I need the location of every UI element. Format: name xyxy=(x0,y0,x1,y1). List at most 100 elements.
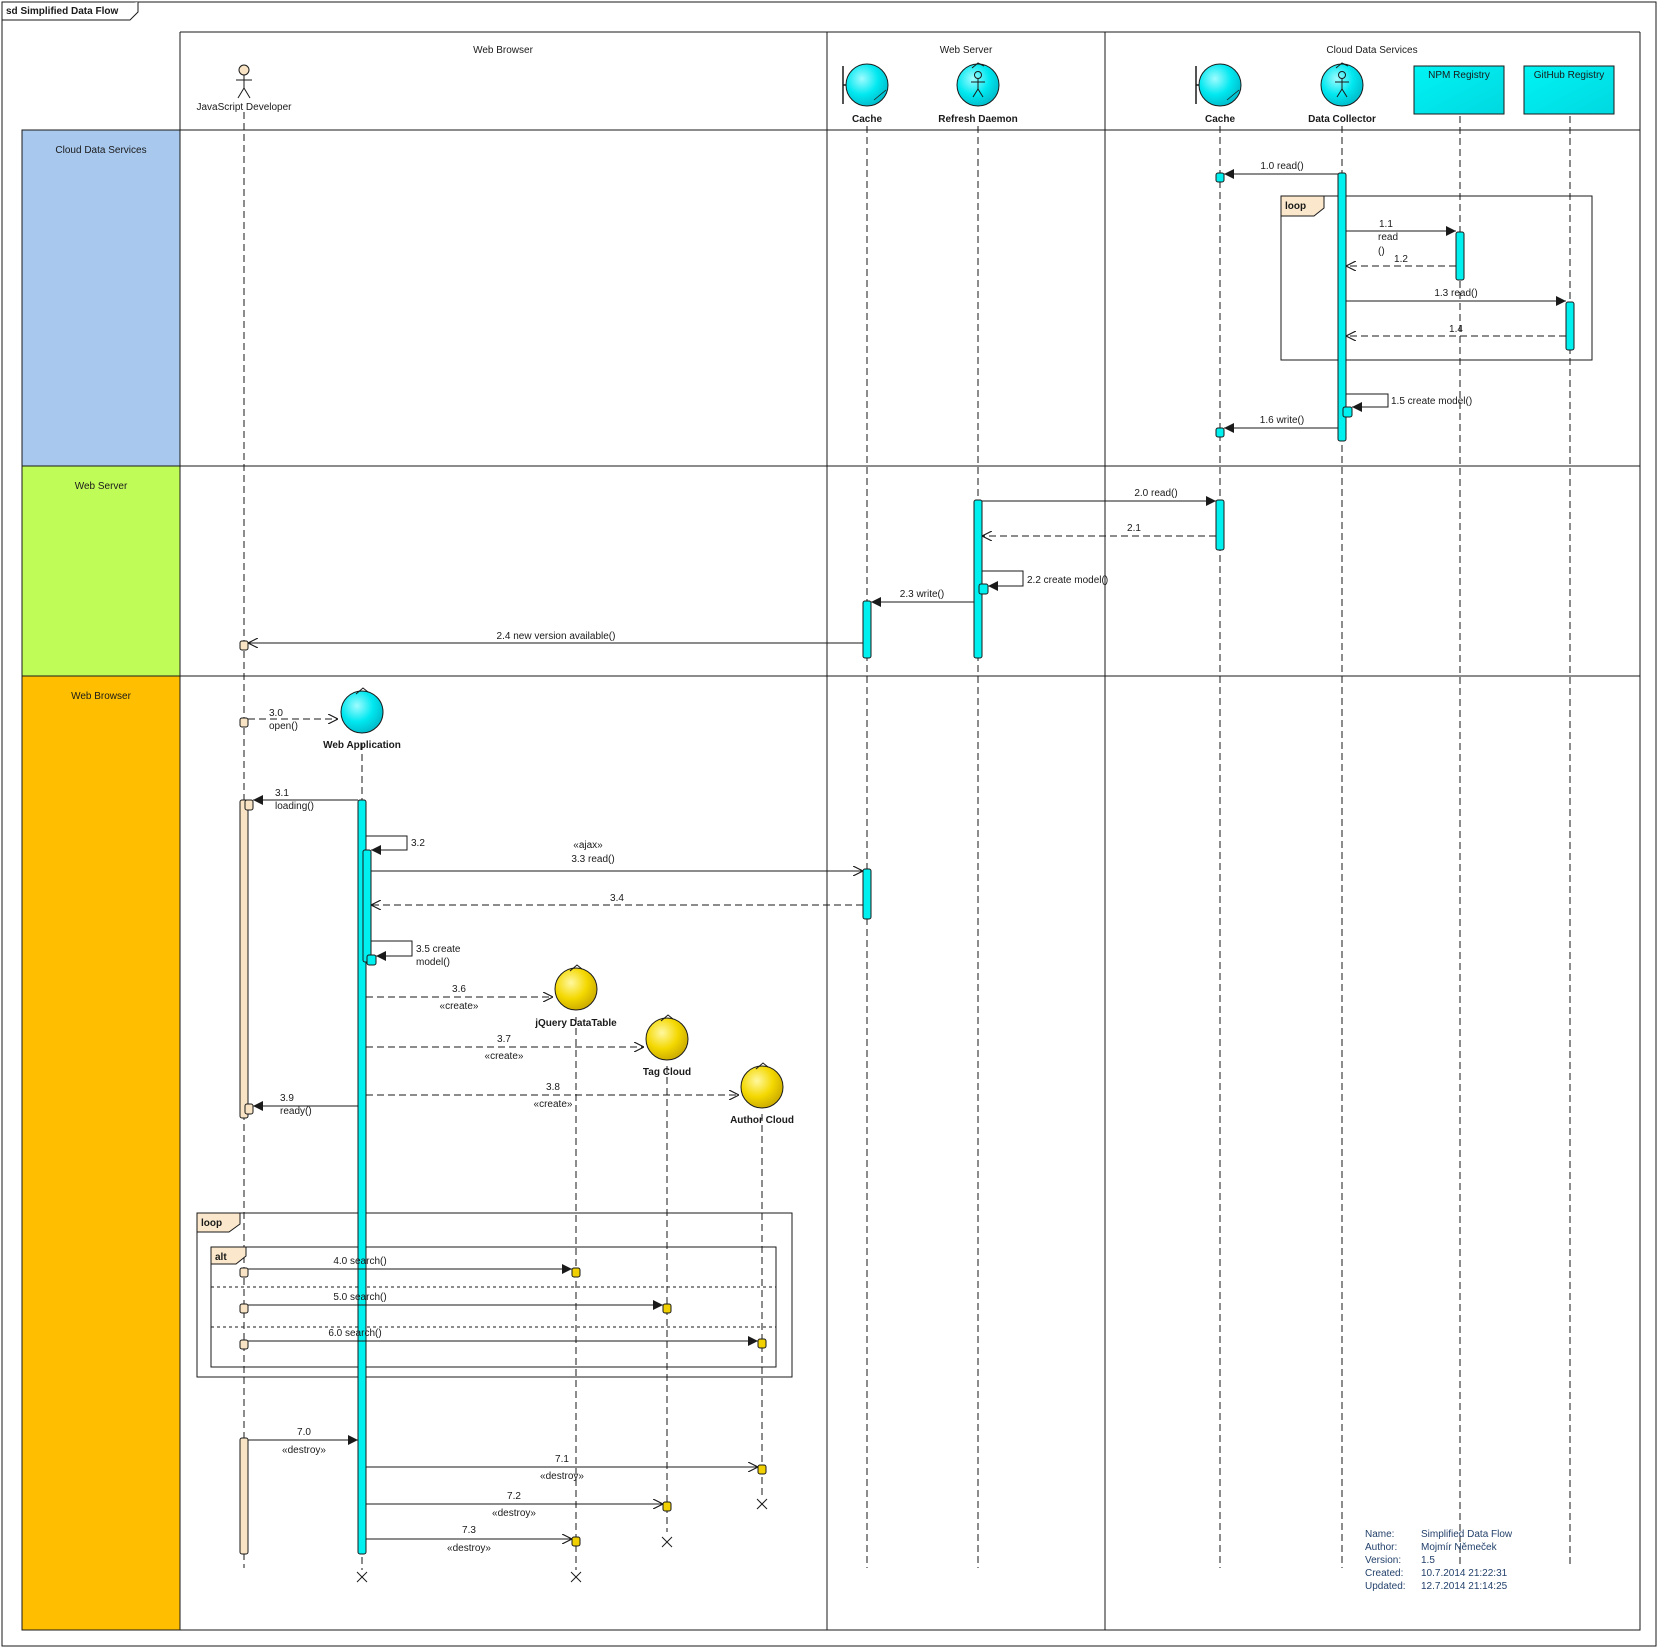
activation-developer-loading-nested xyxy=(244,799,254,811)
svg-text:«create»: «create» xyxy=(485,1051,524,1062)
swimlane-browser-band xyxy=(22,676,180,1630)
svg-text:1.3 read(): 1.3 read() xyxy=(1434,288,1477,299)
svg-text:2.0 read(): 2.0 read() xyxy=(1134,488,1177,499)
svg-text:1.4: 1.4 xyxy=(1449,324,1463,335)
svg-text:Updated:: Updated: xyxy=(1365,1581,1406,1592)
web-application-icon xyxy=(340,687,384,734)
activation-cache-cds-read xyxy=(1215,172,1225,183)
web-application-label: Web Application xyxy=(323,740,401,751)
diagram-info: Name: Simplified Data Flow Author: Mojmí… xyxy=(1365,1529,1513,1592)
cache-ws-label: Cache xyxy=(852,114,882,125)
activations xyxy=(239,172,1575,1555)
partition-web-browser-title: Web Browser xyxy=(473,45,534,56)
swimlane-browser-label: Web Browser xyxy=(71,691,132,702)
svg-text:Mojmír Němeček: Mojmír Němeček xyxy=(1421,1542,1498,1553)
svg-text:1.5: 1.5 xyxy=(1421,1555,1435,1566)
activation-developer-ready-nested xyxy=(244,1103,254,1115)
svg-text:read: read xyxy=(1378,232,1398,243)
tag-cloud-icon xyxy=(645,1014,689,1061)
svg-text:7.1: 7.1 xyxy=(555,1454,569,1465)
npm-registry-box xyxy=(1413,65,1505,115)
activation-cache-ws xyxy=(862,600,872,659)
data-collector-icon xyxy=(1320,62,1364,107)
svg-text:7.3: 7.3 xyxy=(462,1525,476,1536)
github-registry-box xyxy=(1523,65,1615,115)
svg-text:4.0 search(): 4.0 search() xyxy=(333,1256,386,1267)
activation-daemon-self xyxy=(978,583,989,595)
activation-developer-loading xyxy=(239,799,249,1119)
activation-data-collector xyxy=(1337,172,1347,442)
alt-fragment-browser xyxy=(210,1246,777,1368)
svg-text:Name:: Name: xyxy=(1365,1529,1394,1540)
svg-text:3.5 create: 3.5 create xyxy=(416,944,461,955)
svg-text:model(): model() xyxy=(416,957,450,968)
loop-fragment-browser xyxy=(196,1212,793,1378)
svg-text:«destroy»: «destroy» xyxy=(492,1508,536,1519)
swimlane-server-band xyxy=(22,466,180,676)
swimlane-cloud-band xyxy=(22,130,180,466)
svg-text:«destroy»: «destroy» xyxy=(540,1471,584,1482)
svg-text:«destroy»: «destroy» xyxy=(447,1543,491,1554)
svg-text:6.0 search(): 6.0 search() xyxy=(328,1328,381,1339)
svg-text:Created:: Created: xyxy=(1365,1568,1403,1579)
svg-text:loading(): loading() xyxy=(275,801,314,812)
activation-developer-destroy xyxy=(239,1437,249,1555)
npm-registry-label: NPM Registry xyxy=(1428,70,1490,81)
svg-text:1.5 create model(): 1.5 create model() xyxy=(1391,396,1472,407)
svg-text:Author:: Author: xyxy=(1365,1542,1397,1553)
svg-text:Version:: Version: xyxy=(1365,1555,1401,1566)
activation-collector-self xyxy=(1342,406,1353,418)
partition-grid xyxy=(21,31,1641,1631)
svg-text:(): () xyxy=(1378,246,1385,257)
svg-text:2.1: 2.1 xyxy=(1127,523,1141,534)
activation-cache-cds-2 xyxy=(1215,499,1225,551)
loop-browser-label: loop xyxy=(201,1218,222,1229)
tag-cloud-label: Tag Cloud xyxy=(643,1067,691,1078)
cache-cds-label: Cache xyxy=(1205,114,1235,125)
svg-text:10.7.2014 21:22:31: 10.7.2014 21:22:31 xyxy=(1421,1568,1508,1579)
data-collector-label: Data Collector xyxy=(1308,114,1376,125)
frame-label: sd Simplified Data Flow xyxy=(6,6,118,17)
svg-text:3.6: 3.6 xyxy=(452,984,466,995)
svg-text:1.2: 1.2 xyxy=(1394,254,1408,265)
activation-web-application xyxy=(357,799,367,1555)
author-cloud-label: Author Cloud xyxy=(730,1115,794,1126)
svg-text:3.0: 3.0 xyxy=(269,708,283,719)
boundary-cache-cds-icon xyxy=(1195,63,1242,107)
svg-text:ready(): ready() xyxy=(280,1106,312,1117)
svg-text:1.1: 1.1 xyxy=(1379,219,1393,230)
svg-text:«create»: «create» xyxy=(440,1001,479,1012)
svg-text:open(): open() xyxy=(269,721,298,732)
refresh-daemon-icon xyxy=(956,62,1000,107)
svg-text:2.4 new version available(): 2.4 new version available() xyxy=(497,631,616,642)
swimlane-cloud-label: Cloud Data Services xyxy=(55,145,146,156)
svg-text:3.8: 3.8 xyxy=(546,1082,560,1093)
svg-text:2.2 create model(): 2.2 create model() xyxy=(1027,575,1108,586)
svg-text:5.0 search(): 5.0 search() xyxy=(333,1292,386,1303)
messages xyxy=(248,169,1566,1539)
activation-github xyxy=(1565,301,1575,351)
svg-text:1.0 read(): 1.0 read() xyxy=(1260,161,1303,172)
svg-text:7.2: 7.2 xyxy=(507,1491,521,1502)
swimlane-server-label: Web Server xyxy=(75,481,128,492)
github-registry-label: GitHub Registry xyxy=(1534,70,1605,81)
boundary-cache-ws-icon xyxy=(842,63,889,107)
activation-webapp-self xyxy=(366,954,377,966)
actor-javascript-developer xyxy=(236,64,252,99)
svg-text:3.9: 3.9 xyxy=(280,1093,294,1104)
activation-refresh-daemon xyxy=(973,499,983,659)
svg-text:«destroy»: «destroy» xyxy=(282,1445,326,1456)
svg-text:2.3 write(): 2.3 write() xyxy=(900,589,944,600)
actor-developer-label: JavaScript Developer xyxy=(196,102,292,113)
svg-text:3.3 read(): 3.3 read() xyxy=(571,854,614,865)
frame-tab xyxy=(2,2,139,21)
refresh-daemon-label: Refresh Daemon xyxy=(938,114,1017,125)
svg-text:3.4: 3.4 xyxy=(610,893,624,904)
activation-developer-notify xyxy=(239,640,249,651)
svg-text:7.0: 7.0 xyxy=(297,1427,311,1438)
svg-text:Simplified Data Flow: Simplified Data Flow xyxy=(1421,1529,1513,1540)
svg-text:3.7: 3.7 xyxy=(497,1034,511,1045)
message-labels: 1.0 read() 1.1 read () 1.2 1.3 read() 1.… xyxy=(269,161,1478,1554)
